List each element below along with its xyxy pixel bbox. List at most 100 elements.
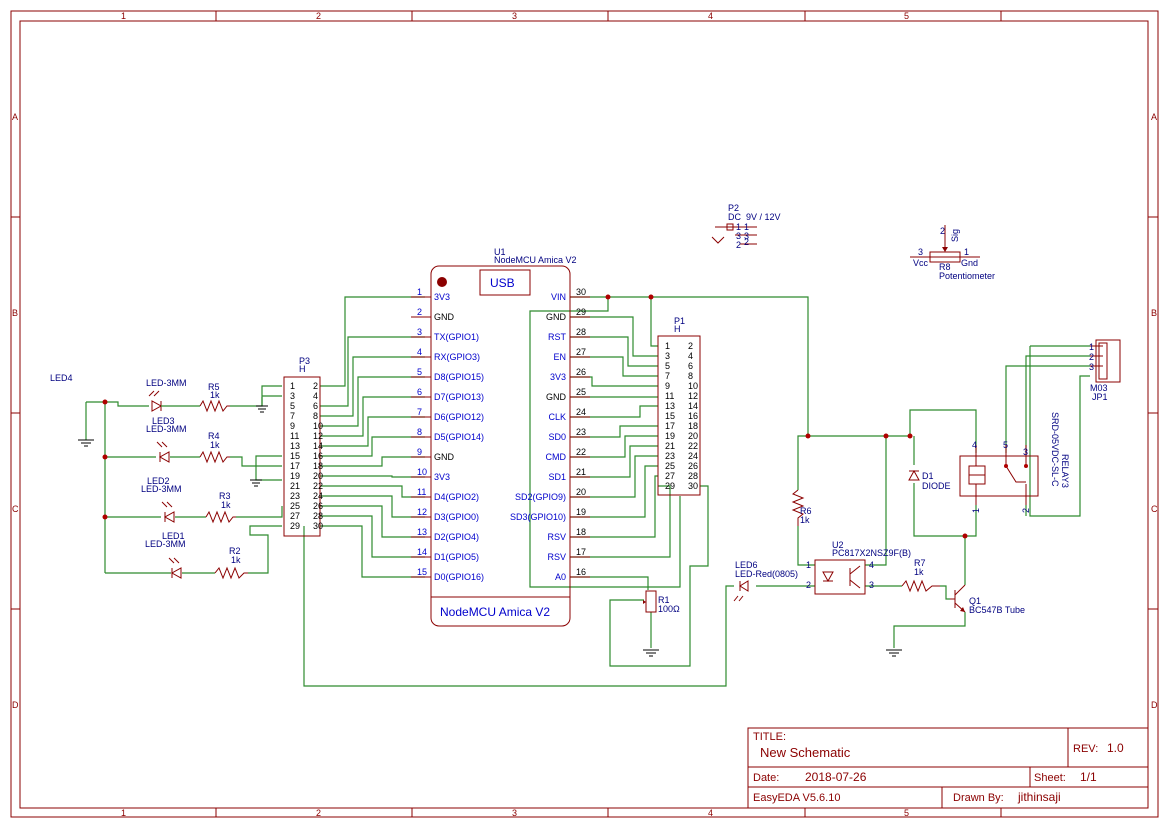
jp1-pin: 2 (1089, 352, 1094, 362)
header-pin-number: 2 (688, 341, 693, 351)
u1-pin-label: VIN (551, 292, 566, 302)
header-pin-number: 13 (665, 401, 675, 411)
row-label: A (1151, 112, 1157, 122)
u1-name: NodeMCU Amica V2 (494, 255, 577, 265)
drawn-label: Drawn By: (953, 792, 1004, 804)
q1-name: BC547B Tube (969, 605, 1025, 615)
header-pin-number: 25 (290, 501, 300, 511)
header-pin-number: 25 (665, 461, 675, 471)
p3-ref: P3 (299, 356, 310, 366)
r2-ref: R2 (229, 546, 241, 556)
led-top-type: LED-3MM (146, 378, 187, 388)
usb-label: USB (490, 276, 515, 290)
r8-n2: 2 (940, 226, 945, 236)
d1-diode (908, 469, 920, 481)
u1-pin-number: 18 (576, 527, 586, 537)
led2-ref: LED2 (147, 476, 170, 486)
u1-pin-number: 5 (417, 367, 422, 377)
header-pin-number: 3 (290, 391, 295, 401)
u1-pin-number: 6 (417, 387, 422, 397)
header-pin-number: 22 (313, 481, 323, 491)
u1-pin-label: A0 (555, 572, 566, 582)
row-label: D (1151, 700, 1158, 710)
header-pin-number: 13 (290, 441, 300, 451)
header-pin-number: 16 (313, 451, 323, 461)
u1-pin-number: 3 (417, 327, 422, 337)
header-pin-number: 20 (688, 431, 698, 441)
header-pin-number: 30 (313, 521, 323, 531)
jp1-pin: 3 (1089, 362, 1094, 372)
header-pin-number: 18 (688, 421, 698, 431)
header-pin-number: 27 (290, 511, 300, 521)
p2-pin: 3 (736, 231, 741, 241)
junctions (102, 294, 968, 539)
q1-transistor (950, 584, 966, 613)
title-value: New Schematic (760, 745, 851, 760)
u1-pin-number: 15 (417, 567, 427, 577)
r4-ref: R4 (208, 431, 220, 441)
header-pin-number: 7 (290, 411, 295, 421)
u1-pin-label: D6(GPIO12) (434, 412, 484, 422)
relay-pin: 5 (1003, 440, 1008, 450)
u1-pin-label: GND (546, 312, 567, 322)
header-pin-number: 19 (290, 471, 300, 481)
u2-ref: U2 (832, 540, 844, 550)
u1-pin-label: CMD (546, 452, 567, 462)
header-pin-number: 10 (688, 381, 698, 391)
u1-pin-number: 1 (417, 287, 422, 297)
led1-type: LED-3MM (145, 539, 186, 549)
header-pin-number: 5 (290, 401, 295, 411)
p1-type: H (674, 324, 681, 334)
header-pin-number: 10 (313, 421, 323, 431)
p2-pin: 2 (736, 240, 741, 250)
header-pin-number: 23 (290, 491, 300, 501)
header-pin-number: 22 (688, 441, 698, 451)
jp1-connector (1090, 339, 1121, 383)
u1-pin-label: 3V3 (434, 472, 450, 482)
p1-ref: P1 (674, 316, 685, 326)
col-label: 4 (708, 11, 713, 21)
header-pin-number: 26 (688, 461, 698, 471)
u1-pin-label: SD0 (548, 432, 566, 442)
u1-pin-number: 13 (417, 527, 427, 537)
p2-pin: 1 (736, 222, 741, 232)
p3-type: H (299, 364, 306, 374)
header-pin-number: 4 (313, 391, 318, 401)
drawing-frame (10, 10, 1159, 818)
u1-pin-label: CLK (548, 412, 566, 422)
r4-val: 1k (210, 440, 220, 450)
u1-pin-label: GND (546, 392, 567, 402)
u1-pin-number: 26 (576, 367, 586, 377)
header-pin-number: 8 (688, 371, 693, 381)
p2-name: DC (728, 212, 741, 222)
u1-pin-number: 11 (417, 487, 426, 497)
p2-pin: 3 (744, 231, 749, 241)
relay-pin: 3 (1023, 447, 1028, 457)
u1-pin-number: 23 (576, 427, 586, 437)
header-pin-number: 14 (688, 401, 698, 411)
u2-pin: 2 (806, 580, 811, 590)
header-pin-number: 24 (313, 491, 323, 501)
r8-name: Potentiometer (939, 271, 995, 281)
led2-type: LED-3MM (141, 484, 182, 494)
relay-pin: 2 (1021, 508, 1031, 513)
date-value: 2018-07-26 (805, 770, 867, 784)
title-block: TITLE: New Schematic REV: 1.0 Date: 2018… (747, 727, 1149, 809)
u1-pin-label: D3(GPIO0) (434, 512, 479, 522)
resistor-symbols (199, 399, 940, 593)
u1-pin-label: SD3(GPIO10) (510, 512, 566, 522)
header-pin-number: 21 (290, 481, 300, 491)
drawn-value: jithinsaji (1017, 790, 1061, 804)
led4-label: LED4 (50, 373, 73, 383)
ground-symbols (78, 405, 902, 657)
date-label: Date: (753, 772, 779, 784)
sheet-value: 1/1 (1080, 770, 1097, 784)
header-pin-number: 6 (688, 361, 693, 371)
relay-pin: 1 (971, 508, 981, 513)
u2-pin: 3 (869, 580, 874, 590)
header-pin-number: 14 (313, 441, 323, 451)
u1-ref: U1 (494, 247, 506, 257)
